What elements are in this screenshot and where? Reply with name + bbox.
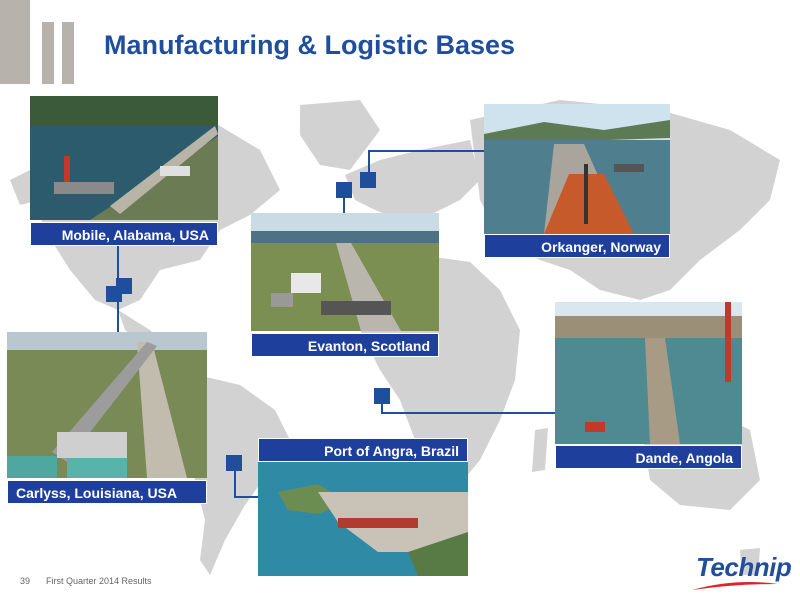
logo-swoosh-icon	[692, 582, 778, 590]
connector-dande-h	[381, 412, 555, 414]
footer-text: First Quarter 2014 Results	[46, 576, 152, 586]
decor-bar-2	[42, 22, 54, 84]
photo-angra	[258, 462, 468, 576]
connector-mobile	[117, 246, 119, 288]
caption-dande: Dande, Angola	[555, 445, 742, 469]
caption-mobile: Mobile, Alabama, USA	[30, 222, 218, 246]
photo-carlyss-image	[7, 332, 207, 478]
connector-orkanger-v	[368, 150, 370, 172]
site-marker-evanton[interactable]	[336, 182, 352, 198]
site-marker-orkanger[interactable]	[360, 172, 376, 188]
photo-orkanger-image	[484, 104, 670, 234]
decor-bar-1	[0, 0, 30, 84]
photo-dande-image	[555, 302, 742, 444]
photo-dande	[555, 302, 742, 444]
connector-carlyss	[117, 296, 119, 332]
technip-logo: Technip	[696, 552, 792, 582]
connector-orkanger-h	[368, 150, 484, 152]
site-marker-dande[interactable]	[374, 388, 390, 404]
connector-angra-v	[234, 468, 236, 498]
site-marker-carlyss[interactable]	[106, 286, 122, 302]
connector-dande-v	[381, 402, 383, 414]
photo-angra-image	[258, 462, 468, 576]
caption-orkanger: Orkanger, Norway	[484, 234, 670, 258]
site-marker-angra[interactable]	[226, 455, 242, 471]
connector-evanton	[343, 196, 345, 214]
photo-evanton	[251, 213, 439, 331]
photo-evanton-image	[251, 213, 439, 331]
slide-title: Manufacturing & Logistic Bases	[104, 30, 516, 60]
caption-evanton: Evanton, Scotland	[251, 333, 439, 357]
page-number: 39	[20, 576, 31, 586]
caption-angra: Port of Angra, Brazil	[258, 438, 468, 462]
photo-mobile	[30, 96, 218, 220]
decor-bar-3	[62, 22, 74, 84]
photo-mobile-image	[30, 96, 218, 220]
connector-angra-h	[234, 496, 260, 498]
photo-orkanger	[484, 104, 670, 234]
photo-carlyss	[7, 332, 207, 478]
caption-carlyss: Carlyss, Louisiana, USA	[7, 480, 207, 504]
